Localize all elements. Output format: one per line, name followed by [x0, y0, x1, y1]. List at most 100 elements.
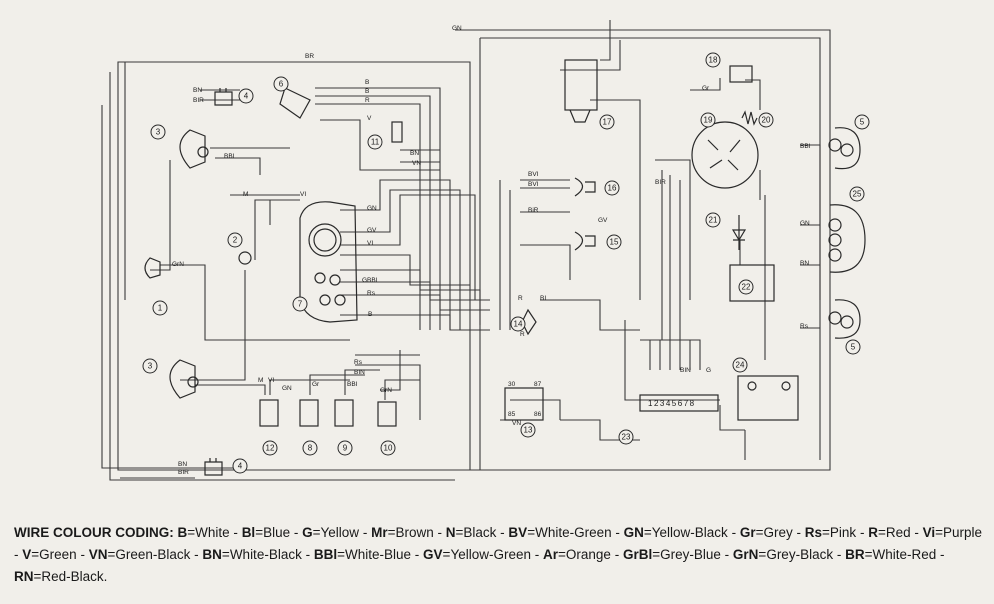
wire-label: BBI [800, 143, 811, 150]
wire-label: BN [800, 260, 809, 267]
component-number-25: 25 [849, 186, 865, 202]
wire-colour-legend: WIRE COLOUR CODING: B=White - Bl=Blue - … [14, 525, 983, 584]
svg-text:9: 9 [343, 444, 348, 453]
legend-colour: Brown [395, 525, 434, 540]
component-number-11: 11 [367, 134, 383, 150]
component-number-10: 10 [380, 440, 396, 456]
component-number-19: 19 [700, 112, 716, 128]
wire-label: BBI [224, 153, 235, 160]
component-number-16: 16 [604, 180, 620, 196]
component-number-9: 9 [337, 440, 353, 456]
legend-code: Rs [804, 525, 823, 540]
svg-text:16: 16 [608, 184, 617, 193]
legend-colour: Black [463, 525, 497, 540]
switch-block-10 [377, 401, 397, 427]
legend-entry: RN=Red-Black [14, 569, 104, 584]
component-number-17: 17 [599, 114, 615, 130]
legend-entry: Ar=Orange [543, 547, 611, 562]
legend-code: GN [623, 525, 644, 540]
wire-label: Rs [367, 290, 376, 297]
legend-code: Gr [739, 525, 756, 540]
lamp-cluster-5-top [834, 127, 861, 170]
legend-entry: GrBl=Grey-Blue [622, 547, 721, 562]
switch-block-8 [299, 399, 319, 427]
legend-code: Vi [922, 525, 936, 540]
wire-label: BIR [655, 179, 666, 186]
legend-entry: Gr=Grey [739, 525, 793, 540]
wire-label: BIN [680, 367, 691, 374]
wire-label: GN [452, 25, 462, 32]
wire-label: BBI [347, 381, 358, 388]
wire-label: BVI [528, 181, 539, 188]
wire-label: B [365, 88, 369, 95]
component-number-8: 8 [302, 440, 318, 456]
legend-colour: Green-Black [115, 547, 191, 562]
wire-label: GN [800, 220, 810, 227]
legend-colour: White-Green [535, 525, 612, 540]
indicator-symbol-3-bottom [169, 359, 196, 399]
legend-entry: R=Red [868, 525, 911, 540]
component-number-3: 3 [142, 358, 158, 374]
connector-pins-label: 12345678 [648, 399, 696, 408]
component-number-6: 6 [273, 76, 289, 92]
legend-code: Mr [371, 525, 388, 540]
component-number-22: 22 [738, 279, 754, 295]
component-number-7: 7 [292, 296, 308, 312]
legend-entry: Vi=Purple [922, 525, 983, 540]
legend-entry: GrN=Grey-Black [732, 547, 834, 562]
wire-label: BI [540, 295, 546, 302]
svg-text:11: 11 [371, 138, 380, 147]
wire-label: BIR [193, 97, 204, 104]
legend-colour: Grey-Blue [660, 547, 721, 562]
relay-pin-86: 86 [534, 411, 542, 418]
legend-entry: V=Green [22, 547, 77, 562]
legend-entry: GN=Yellow-Black [623, 525, 728, 540]
wire-label: BN [193, 87, 202, 94]
legend-code: GrN [732, 547, 759, 562]
legend-code: BBl [313, 547, 338, 562]
legend-title: WIRE COLOUR CODING [14, 525, 170, 540]
legend-colour: Green [39, 547, 77, 562]
svg-text:21: 21 [709, 216, 718, 225]
legend-entry: VN=Green-Black [88, 547, 191, 562]
svg-text:25: 25 [853, 190, 862, 199]
legend-code: R [868, 525, 878, 540]
switch-symbol-11 [391, 121, 403, 143]
regulator-22 [729, 264, 775, 302]
component-number-23: 23 [618, 429, 634, 445]
wire-label: M [243, 191, 248, 198]
svg-text:4: 4 [238, 462, 243, 471]
svg-text:14: 14 [514, 320, 523, 329]
legend-code: N [445, 525, 456, 540]
switch-block-12 [259, 399, 279, 427]
legend-entry: B=White [177, 525, 230, 540]
relay-pin-30: 30 [508, 381, 516, 388]
battery-24 [737, 375, 799, 421]
svg-text:4: 4 [244, 92, 249, 101]
legend-code: BV [508, 525, 528, 540]
legend-colour: White-Black [229, 547, 302, 562]
legend-colour: Grey-Black [766, 547, 834, 562]
legend-code: VN [88, 547, 108, 562]
components [144, 59, 866, 476]
wire-label: BIN [354, 369, 365, 376]
switch-symbol-6 [279, 87, 311, 119]
legend-entry: Mr=Brown [371, 525, 434, 540]
component-number-5: 5 [845, 339, 861, 355]
legend-colour: Orange [565, 547, 611, 562]
svg-text:10: 10 [384, 444, 393, 453]
svg-text:5: 5 [851, 343, 856, 352]
component-number-5: 5 [854, 114, 870, 130]
wire-label: VI [367, 240, 373, 247]
svg-text:1: 1 [158, 304, 163, 313]
legend-entry: G=Yellow [302, 525, 360, 540]
svg-text:20: 20 [762, 116, 771, 125]
connector-block-23 [639, 394, 719, 412]
component-number-12: 12 [262, 440, 278, 456]
lamp-symbol-16 [574, 177, 596, 197]
wire-label: R [365, 97, 370, 104]
component-number-4: 4 [238, 88, 254, 104]
wire-label: GrN [172, 261, 184, 268]
